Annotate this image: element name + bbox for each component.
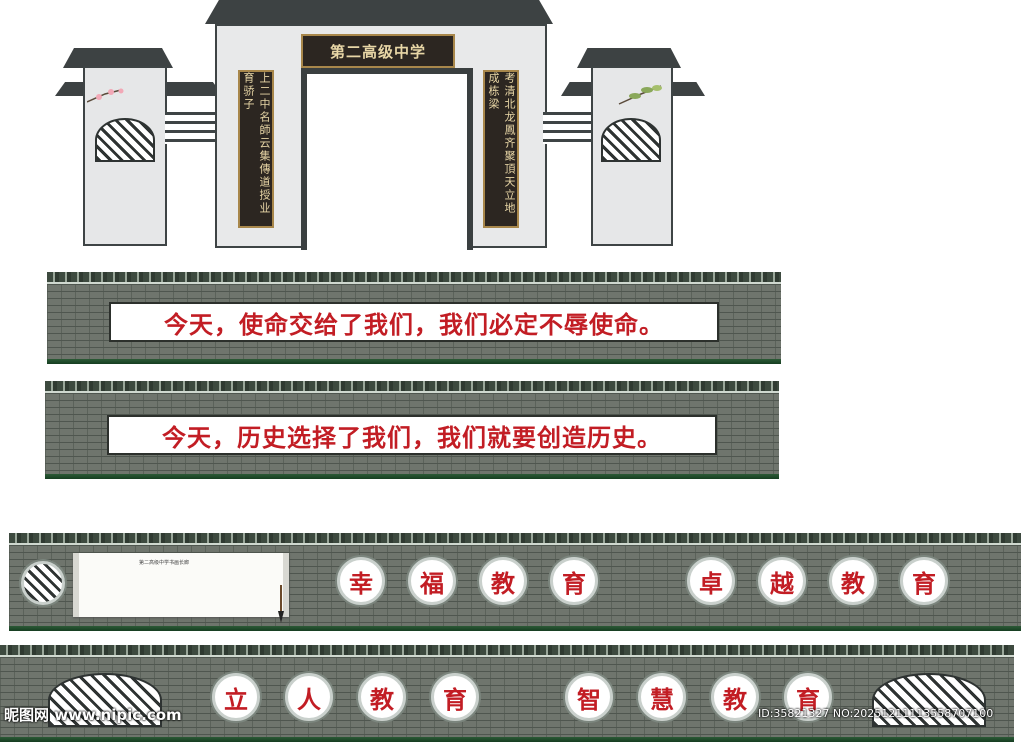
right-fan-lattice [872,673,986,727]
motto-char: 育 [796,684,820,714]
plaque-text: 第二高级中学 [329,42,426,61]
motto-circle: 慧 [638,673,686,721]
slogan-panel-2: 今天，历史选择了我们，我们就要创造历史。 [107,415,717,455]
motto-circle: 育 [550,557,598,605]
couplet-left: 上二中名師云集傳道授业育骄子 [238,70,274,228]
motto-circle: 教 [829,557,877,605]
motto-char: 慧 [650,684,674,714]
couplet-right: 考清北龙鳳齐聚頂天立地成栋梁 [483,70,519,228]
wall-2-cap [45,381,779,393]
motto-char: 教 [491,568,515,598]
left-pillar-roof [63,48,173,68]
slogan-2-text: 今天，历史选择了我们，我们就要创造历史。 [162,422,662,452]
motto-circle: 育 [431,673,479,721]
main-roof [205,0,553,24]
motto-char: 教 [370,684,394,714]
wall-2-bricks: 今天，历史选择了我们，我们就要创造历史。 [45,393,779,474]
motto-wall-1-cap [9,533,1021,545]
plum-blossom-branch [86,88,127,104]
left-fan-lattice [48,673,162,727]
motto-circle: 福 [408,557,456,605]
scroll-caption: 第二高级中学书画长廊 [139,560,190,566]
lattice-window-circle [21,561,65,605]
motto-wall-1-base [9,626,1021,631]
motto-char: 育 [562,568,586,598]
couplet-left-text: 上二中名師云集傳道授业育骄子 [242,72,271,215]
slogan-wall-1: 今天，使命交给了我们，我们必定不辱使命。 [47,272,781,364]
motto-wall-1-bricks: 第二高级中学书画长廊 幸 福 教 育 卓 越 教 育 [9,545,1021,626]
gate-plaque: 第二高级中学 [301,34,455,68]
motto-wall-2-base [0,737,1014,742]
right-fan-window [601,118,661,162]
slogan-1-text: 今天，使命交给了我们，我们必定不辱使命。 [164,309,664,339]
motto-circle: 卓 [687,557,735,605]
motto-char: 育 [443,684,467,714]
wall-1-base [47,359,781,364]
wall-1-bricks: 今天，使命交给了我们，我们必定不辱使命。 [47,284,781,359]
school-gate: 第二高级中学 上二中名師云集傳道授业育骄子 考清北龙鳳齐聚頂天立地成栋梁 [55,0,705,250]
left-connector-bars [165,112,215,144]
motto-circle: 育 [900,557,948,605]
left-fan-window [95,118,155,162]
motto-char: 幸 [349,568,373,598]
slogan-panel-1: 今天，使命交给了我们，我们必定不辱使命。 [109,302,719,342]
wall-2-base [45,474,779,479]
motto-char: 智 [577,684,601,714]
paper-scroll: 第二高级中学书画长廊 [73,553,289,617]
green-leaf-branch [617,82,663,108]
motto-char: 人 [297,684,321,714]
motto-char: 福 [420,568,444,598]
right-pillar-roof [577,48,681,68]
motto-char: 育 [912,568,936,598]
motto-circle: 教 [358,673,406,721]
brush-icon [277,585,285,623]
motto-char: 立 [224,684,248,714]
wall-1-cap [47,272,781,284]
motto-circle: 立 [212,673,260,721]
motto-char: 卓 [699,568,723,598]
gate-opening [301,68,473,250]
motto-circle: 智 [565,673,613,721]
right-connector-bars [543,112,593,144]
motto-wall-1: 第二高级中学书画长廊 幸 福 教 育 卓 越 教 育 [9,533,1021,631]
motto-wall-2: 立 人 教 育 智 慧 教 育 [0,645,1014,742]
motto-circle: 育 [784,673,832,721]
motto-wall-2-cap [0,645,1014,657]
motto-circle: 教 [711,673,759,721]
watermark-id: ID:35821327 NO:20251211113558707100 [758,707,994,720]
motto-char: 教 [723,684,747,714]
couplet-right-text: 考清北龙鳳齐聚頂天立地成栋梁 [487,72,516,215]
motto-circle: 教 [479,557,527,605]
motto-circle: 越 [758,557,806,605]
slogan-wall-2: 今天，历史选择了我们，我们就要创造历史。 [45,381,779,479]
watermark-site: 昵图网 www.nipic.com [4,706,182,724]
motto-wall-2-bricks: 立 人 教 育 智 慧 教 育 [0,657,1014,737]
motto-circle: 人 [285,673,333,721]
motto-circle: 幸 [337,557,385,605]
motto-char: 越 [770,568,794,598]
motto-char: 教 [841,568,865,598]
